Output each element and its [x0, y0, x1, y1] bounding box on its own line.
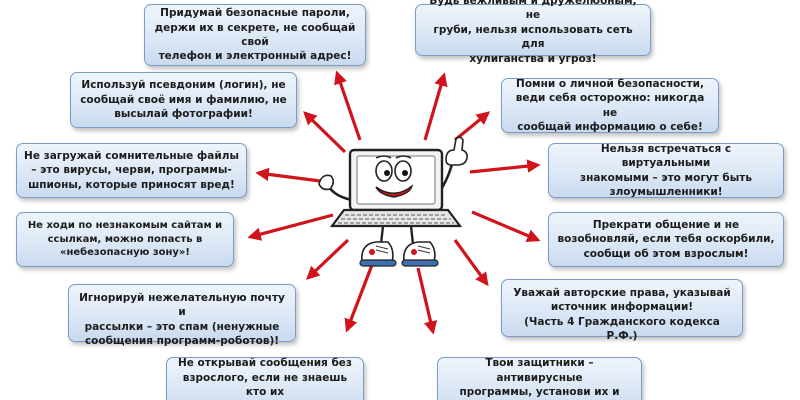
rule-box-stop-communication: Прекрати общение и не возобновляй, если …: [548, 212, 784, 267]
rule-box-spam: Игнорируй нежелательную почту и рассылки…: [68, 284, 296, 347]
arrow-5: [469, 159, 541, 174]
arrow-4: [255, 167, 329, 184]
arrow-0: [334, 70, 362, 141]
arrow-6: [247, 213, 334, 241]
rule-box-copyright: Уважай авторские права, указывай источни…: [501, 279, 743, 342]
rule-box-messages: Не открывай сообщения без взрослого, есл…: [166, 357, 364, 400]
rule-box-virtual-acquaintances: Нельзя встречаться с виртуальными знаком…: [548, 143, 784, 198]
arrow-8: [453, 239, 489, 287]
arrow-2: [303, 111, 347, 154]
rule-box-unknown-sites: Не ходи по незнакомым сайтам и ссылкам, …: [16, 212, 234, 267]
rule-box-antivirus: Твои защитники – антивирусные программы,…: [437, 357, 642, 400]
arrow-9: [306, 238, 350, 280]
rule-box-passwords: Придумай безопасные пароли, держи их в с…: [144, 4, 366, 66]
rule-box-suspicious-files: Не загружай сомнительные файлы – это вир…: [16, 143, 247, 198]
rule-box-politeness: Будь вежливым и дружелюбным, не груби, н…: [415, 0, 651, 65]
arrow-10: [344, 264, 374, 333]
arrow-1: [423, 72, 448, 141]
rule-box-nickname: Используй псевдоним (логин), не сообщай …: [70, 72, 297, 128]
arrow-7: [471, 210, 541, 242]
arrow-3: [453, 111, 491, 142]
rule-box-personal-safety: Помни о личной безопасности, веди себя о…: [501, 78, 719, 133]
arrow-11: [416, 267, 438, 335]
